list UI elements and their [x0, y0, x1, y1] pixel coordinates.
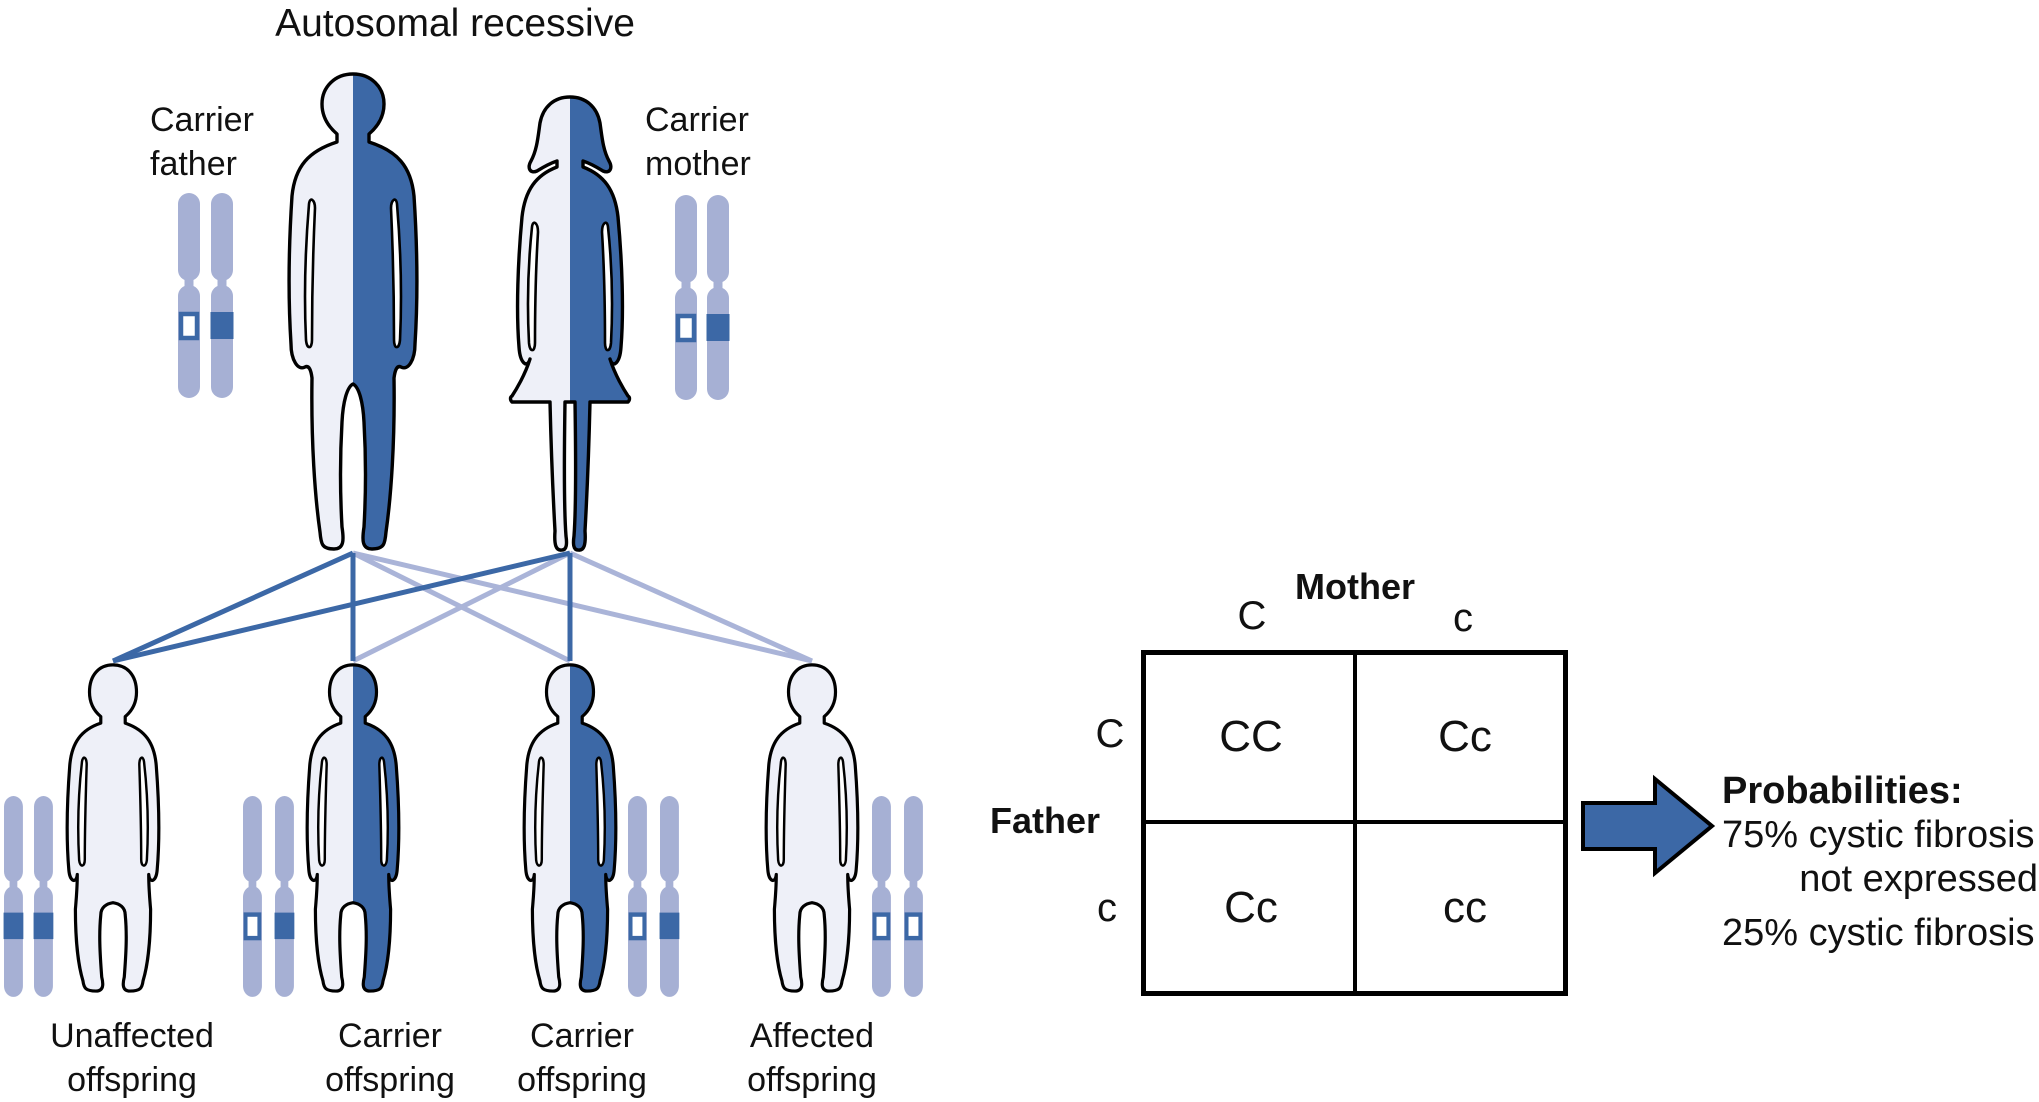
- unaffected-offspring-figure: [65, 663, 161, 993]
- punnett-col-header-c: c: [1453, 596, 1473, 640]
- line-father-offspring4: [352, 550, 813, 664]
- punnett-cell-CC: CC: [1219, 712, 1283, 761]
- line-mother-offspring1: [112, 550, 571, 664]
- page-title: Autosomal recessive: [275, 2, 635, 45]
- carrier-mother-label-line2: mother: [645, 145, 751, 183]
- punnett-row-header-C: C: [1095, 712, 1125, 756]
- punnett-row-header-c: c: [1097, 886, 1117, 930]
- carrier-mother-figure: [508, 95, 632, 552]
- inheritance-lines: [111, 550, 814, 664]
- carrier-mother-label: Carrier mother: [645, 98, 865, 186]
- offspring4-label: Affected offspring: [682, 1014, 942, 1102]
- offspring4-label-line2: offspring: [747, 1061, 877, 1099]
- arrow-icon: [1581, 774, 1716, 878]
- carrier-mother-label-line1: Carrier: [645, 101, 749, 139]
- carrier-offspring1-figure: [305, 663, 401, 993]
- offspring3-label: Carrier offspring: [452, 1014, 712, 1102]
- offspring3-chromosome-pair: [628, 796, 679, 997]
- punnett-horizontal-divider: [1141, 820, 1568, 824]
- probabilities-heading: Probabilities:: [1722, 770, 1963, 812]
- probabilities-line-25: 25% cystic fibrosis: [1722, 912, 2035, 954]
- punnett-cell-cc: cc: [1443, 883, 1487, 932]
- line-mother-offspring2: [351, 550, 572, 664]
- punnett-mother-label: Mother: [1295, 566, 1415, 607]
- offspring2-label-line2: offspring: [325, 1061, 455, 1099]
- offspring2-label-line1: Carrier: [338, 1017, 442, 1055]
- carrier-father-label: Carrier father: [150, 98, 370, 186]
- line-mother-offspring4: [568, 550, 814, 664]
- punnett-cell-Cc-top: Cc: [1438, 712, 1492, 761]
- mother-chromosome-pair: [675, 195, 730, 400]
- offspring2-label: Carrier offspring: [260, 1014, 520, 1102]
- offspring3-label-line1: Carrier: [530, 1017, 634, 1055]
- carrier-father-label-line1: Carrier: [150, 101, 254, 139]
- father-chromosome-pair: [178, 193, 234, 398]
- offspring1-label-line2: offspring: [67, 1061, 197, 1099]
- offspring1-chromosome-pair: [4, 796, 54, 997]
- affected-offspring-figure: [764, 663, 860, 993]
- line-father-offspring1: [111, 550, 355, 664]
- offspring4-chromosome-pair: [872, 796, 923, 997]
- punnett-cell-Cc-bottom: Cc: [1224, 883, 1278, 932]
- carrier-father-label-line2: father: [150, 145, 237, 183]
- offspring4-label-line1: Affected: [749, 1017, 875, 1055]
- offspring2-chromosome-pair: [243, 796, 294, 997]
- probabilities-line-75: 75% cystic fibrosis: [1722, 814, 2035, 856]
- offspring1-label-line1: Unaffected: [50, 1017, 214, 1055]
- probabilities-line-not-expressed: not expressed: [1799, 858, 2038, 900]
- offspring1-label: Unaffected offspring: [2, 1014, 262, 1102]
- punnett-father-label: Father: [989, 800, 1100, 841]
- offspring3-label-line2: offspring: [517, 1061, 647, 1099]
- carrier-offspring2-figure: [522, 663, 618, 993]
- punnett-col-header-C: C: [1237, 594, 1267, 638]
